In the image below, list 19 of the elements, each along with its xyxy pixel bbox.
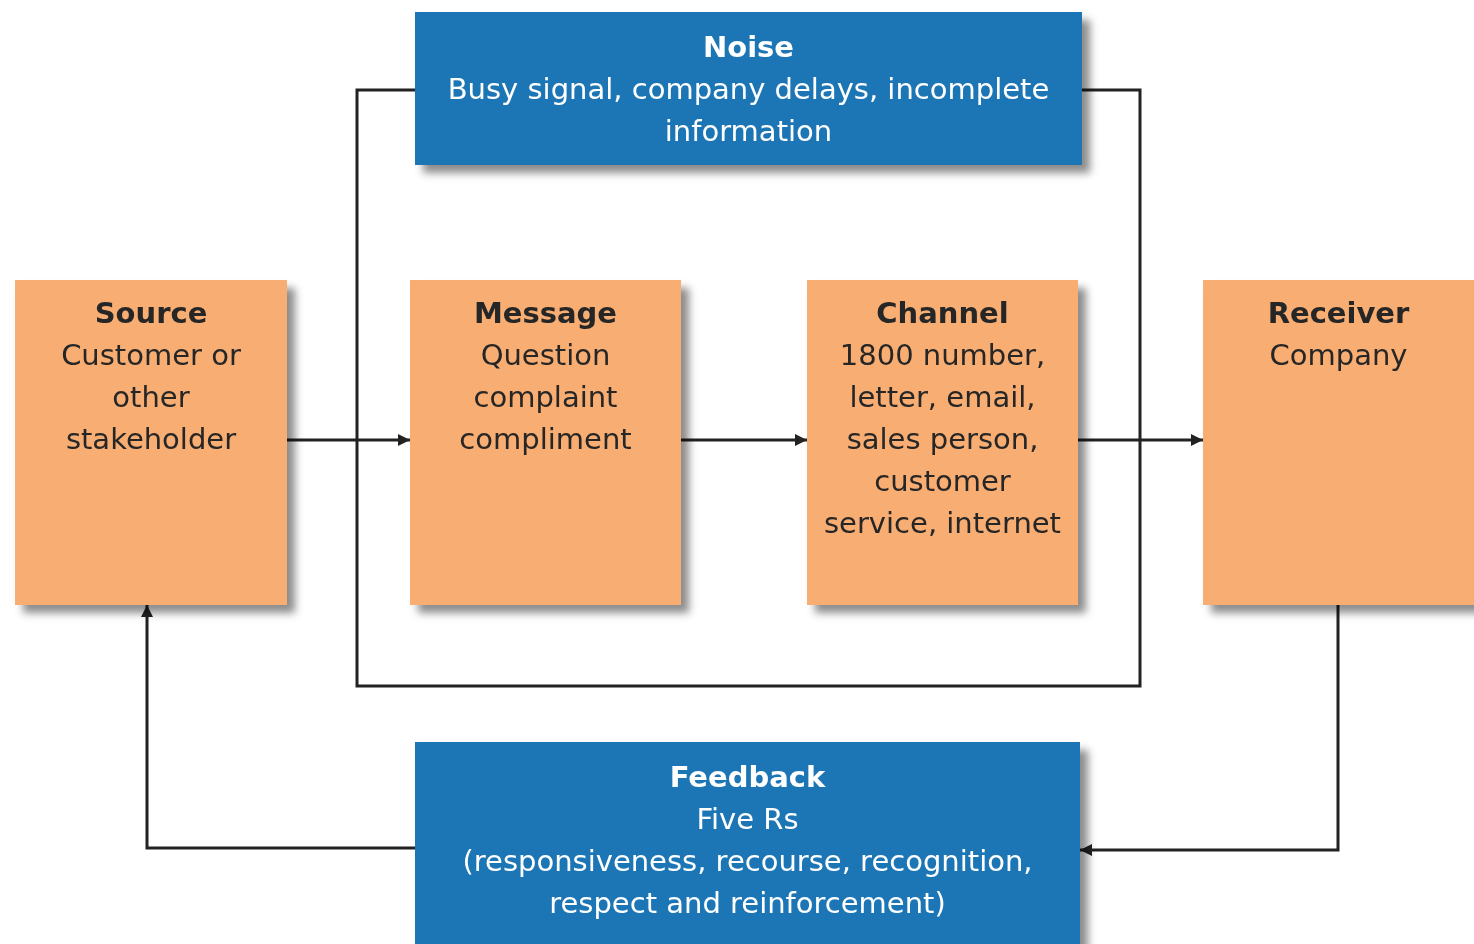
box-description: Busy signal, company delays, incomplete information (446, 71, 1051, 150)
box-description: Five Rs (696, 801, 799, 838)
box-description: 1800 number, letter, email, sales person, customer service, internet (823, 337, 1062, 542)
box-heading: Message (473, 295, 617, 332)
noise-box (415, 12, 1082, 165)
box-heading: Feedback (669, 759, 826, 796)
box-description: Company (1269, 337, 1408, 374)
box-heading: Noise (702, 29, 795, 66)
receiver-box (1203, 280, 1474, 605)
message-box (410, 280, 681, 605)
box-heading: Receiver (1267, 295, 1410, 332)
source-box (15, 280, 287, 605)
box-heading: Source (94, 295, 208, 332)
box-description: Customer or other stakeholder (60, 337, 242, 458)
feedback-box (415, 742, 1080, 944)
box-description: (responsiveness, recourse, recognition, respect and reinforcement) (461, 843, 1034, 922)
box-description: Question complaint compliment (458, 337, 633, 458)
channel-box (807, 280, 1078, 605)
box-heading: Channel (876, 295, 1009, 332)
